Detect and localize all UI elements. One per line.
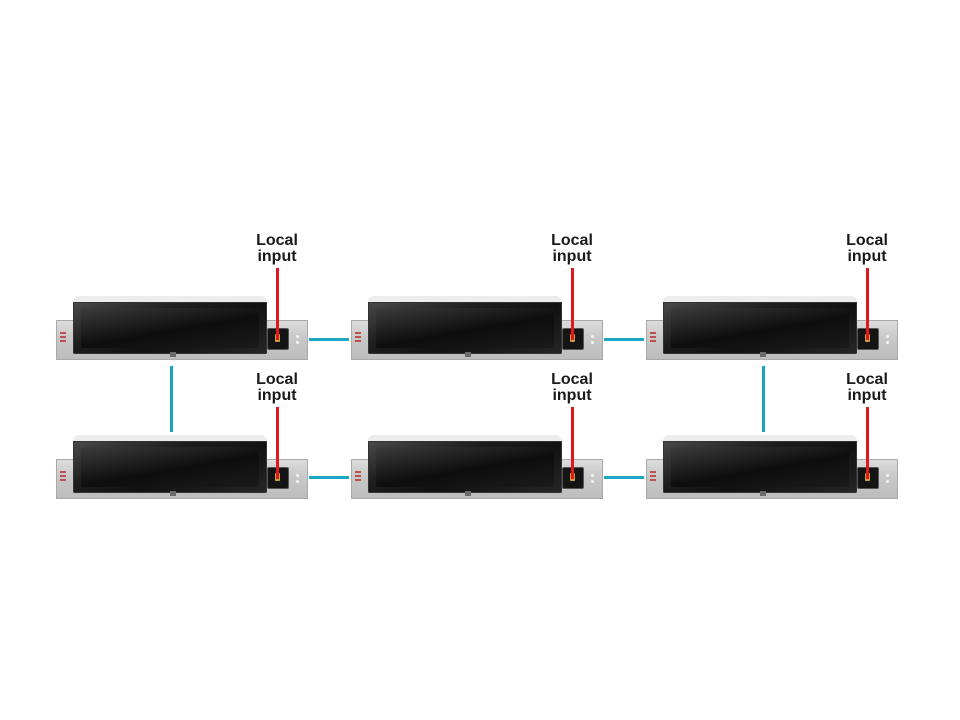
device-display — [663, 296, 857, 354]
device-display — [368, 435, 562, 493]
indicator-leds — [60, 469, 70, 489]
status-dots — [296, 471, 302, 489]
local-input-cable — [571, 268, 574, 340]
local-input-cable — [571, 407, 574, 479]
device-display — [73, 296, 267, 354]
network-link — [309, 338, 349, 341]
local-input-cable — [866, 407, 869, 479]
logo-mark — [760, 491, 766, 496]
device-unit-2 — [351, 296, 603, 380]
local-input-cable — [276, 268, 279, 340]
status-dots — [296, 332, 302, 350]
device-unit-4 — [56, 435, 308, 519]
logo-mark — [170, 352, 176, 357]
indicator-leds — [650, 330, 660, 350]
device-display — [73, 435, 267, 493]
device-unit-5 — [351, 435, 603, 519]
logo-mark — [760, 352, 766, 357]
device-display — [368, 296, 562, 354]
status-dots — [591, 471, 597, 489]
status-dots — [886, 471, 892, 489]
logo-mark — [465, 352, 471, 357]
network-link — [762, 366, 765, 432]
status-dots — [886, 332, 892, 350]
logo-mark — [170, 491, 176, 496]
logo-mark — [465, 491, 471, 496]
indicator-leds — [60, 330, 70, 350]
status-dots — [591, 332, 597, 350]
device-unit-6 — [646, 435, 898, 519]
device-unit-1 — [56, 296, 308, 380]
device-display — [663, 435, 857, 493]
local-input-cable — [276, 407, 279, 479]
local-input-cable — [866, 268, 869, 340]
device-unit-3 — [646, 296, 898, 380]
indicator-leds — [355, 469, 365, 489]
network-link — [309, 476, 349, 479]
indicator-leds — [650, 469, 660, 489]
indicator-leds — [355, 330, 365, 350]
network-link — [604, 476, 644, 479]
network-link — [604, 338, 644, 341]
network-link — [170, 366, 173, 432]
